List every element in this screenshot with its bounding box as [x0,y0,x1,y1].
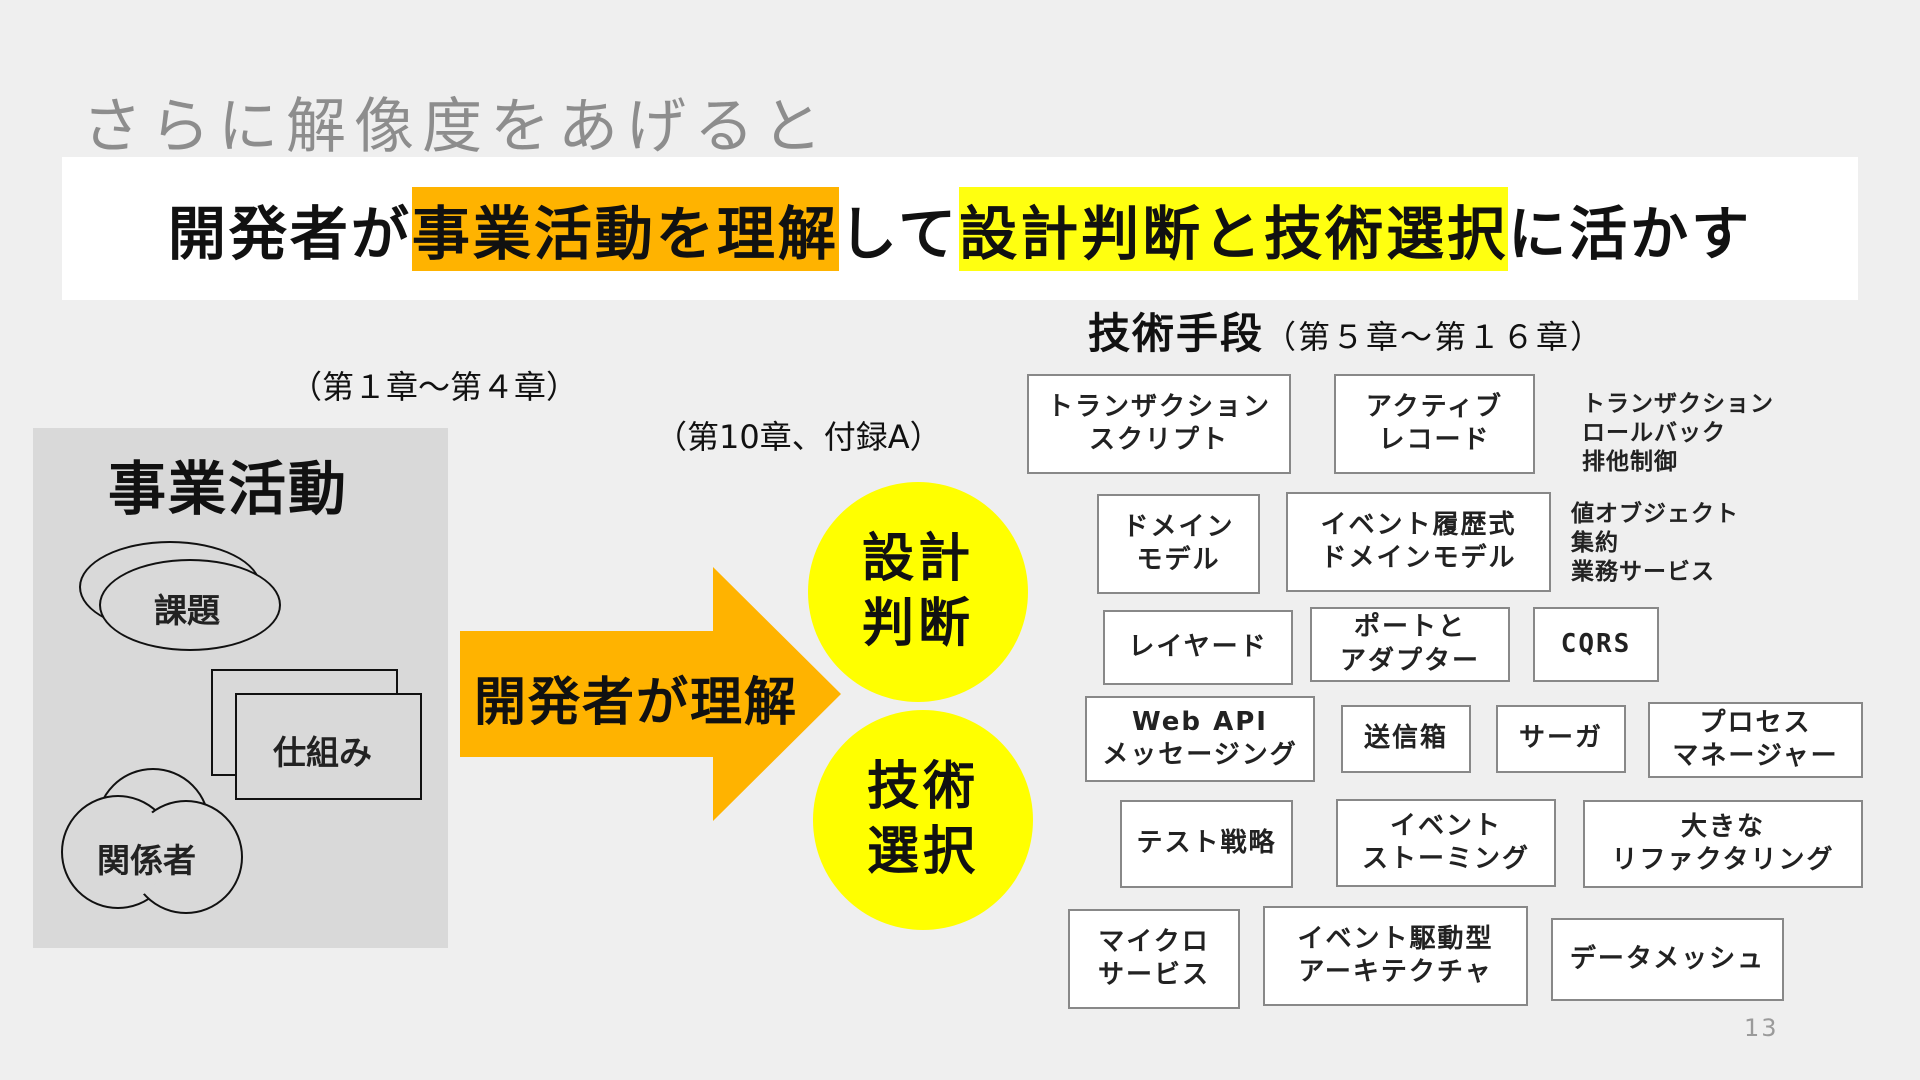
tag-active-record: アクティブ レコード [1334,374,1535,474]
arrow-chapter-note: （第10章、付録A） [655,418,942,456]
side-note-value-object: 値オブジェクト [1571,501,1739,527]
page-number: 13 [1744,1014,1779,1042]
mechanism-box [235,693,422,800]
side-note-transaction: トランザクション [1582,391,1774,417]
arrow-label: 開発者が理解 [474,673,799,733]
stakeholder-overlap-cover [64,798,168,902]
side-notes-domain: 値オブジェクト 集約 業務サービス [1571,500,1739,586]
tag-event-sourced-domain-model: イベント履歴式 ドメインモデル [1286,492,1551,592]
tech-chapter-note: （第５章～第１６章） [1264,318,1605,356]
issue-label: 課題 [154,591,220,630]
tag-large-refactoring: 大きな リファクタリング [1583,800,1863,888]
tag-domain-model: ドメイン モデル [1097,494,1260,594]
headline-banner: 開発者が事業活動を理解して設計判断と技術選択に活かす [62,157,1858,300]
tag-testing-strategy: テスト戦略 [1120,800,1293,888]
side-notes-transaction: トランザクション ロールバック 排他制御 [1582,390,1774,476]
headline-highlight-business: 事業活動を理解 [411,186,839,271]
tag-saga: サーガ [1496,705,1626,773]
business-activity-panel: 事業活動 課題 仕組み 関係者 [33,428,448,948]
tag-ports-and-adapters: ポートと アダプター [1310,607,1510,682]
tag-cqrs: CQRS [1533,607,1659,682]
side-note-aggregate: 集約 [1571,529,1619,556]
slide-subtitle: さらに解像度をあげると [82,92,830,162]
understanding-arrow [460,567,841,821]
tech-title-text: 技術手段 [1088,309,1265,358]
tag-layered: レイヤード [1103,610,1293,685]
headline-part1: 開発者が [167,199,412,268]
headline: 開発者が事業活動を理解して設計判断と技術選択に活かす [62,157,1858,300]
side-note-rollback: ロールバック [1582,419,1726,446]
tag-event-storming: イベント ストーミング [1336,799,1556,887]
headline-part2: して [838,199,960,268]
headline-highlight-design: 設計判断と技術選択 [959,186,1509,271]
side-note-locking: 排他制御 [1582,448,1678,475]
tag-event-driven-architecture: イベント駆動型 アーキテクチャ [1263,906,1528,1006]
arrow-shape [460,567,841,821]
tag-outbox: 送信箱 [1341,705,1471,773]
business-chapter-note: （第１章～第４章） [290,368,579,406]
tag-web-api-messaging: Web API メッセージング [1085,696,1315,782]
tag-data-mesh: データメッシュ [1551,918,1784,1001]
stakeholder-label: 関係者 [97,841,196,880]
tag-transaction-script: トランザクション スクリプト [1027,374,1291,474]
mechanism-label: 仕組み [273,733,372,772]
design-decision-circle: 設計 判断 [808,482,1028,702]
tech-means-title: 技術手段（第５章～第１６章） [1088,300,1604,361]
issue-ellipse [99,559,281,651]
business-activity-title: 事業活動 [107,455,348,523]
tag-microservices: マイクロ サービス [1068,909,1240,1009]
tag-process-manager: プロセス マネージャー [1648,702,1863,778]
headline-part3: に活かす [1508,199,1753,268]
tech-selection-circle: 技術 選択 [813,710,1033,930]
side-note-domain-service: 業務サービス [1571,558,1715,585]
